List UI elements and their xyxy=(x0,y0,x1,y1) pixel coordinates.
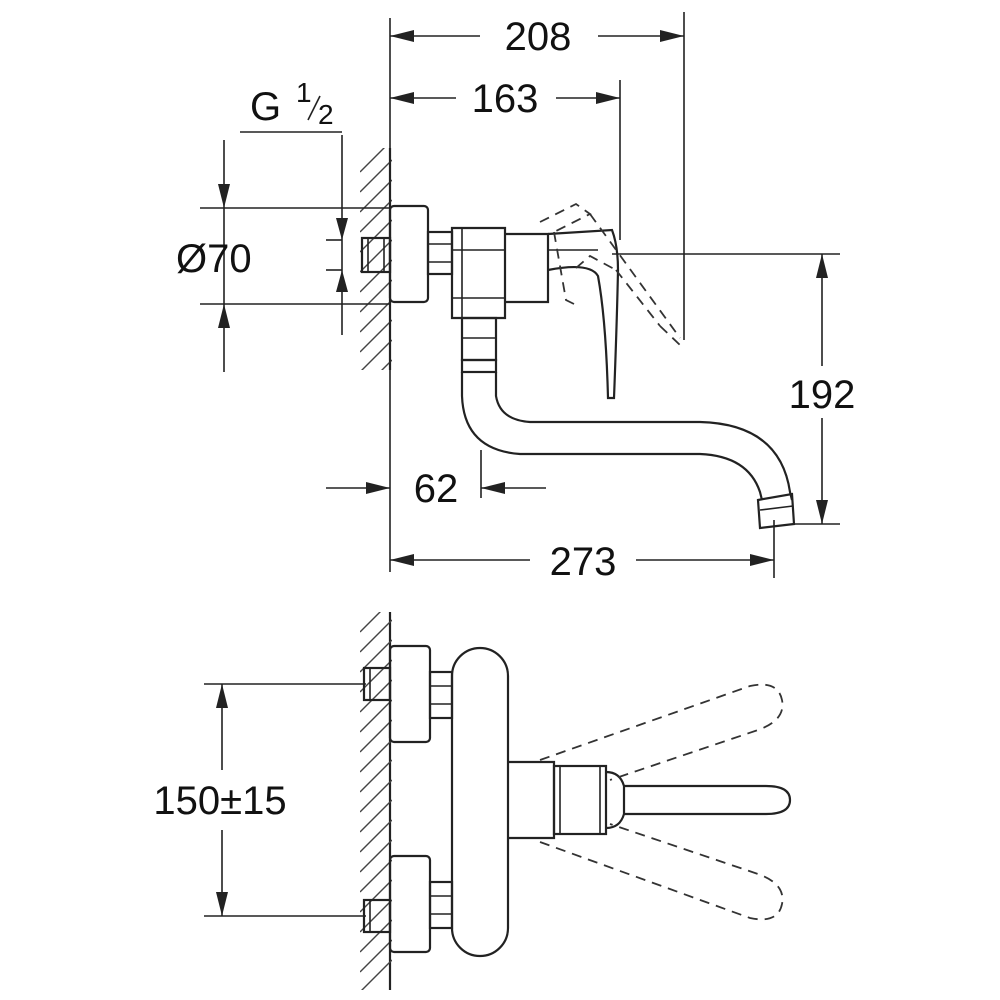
lower-connection xyxy=(362,854,454,954)
dim-label-163: 163 xyxy=(472,77,539,121)
dim-label-diameter: Ø70 xyxy=(176,237,252,281)
dim-label-208: 208 xyxy=(505,15,572,59)
side-view: 208 163 G 1 2 xyxy=(176,12,855,584)
thread-label: G 1 2 xyxy=(240,77,342,133)
thread-letter: G xyxy=(250,85,281,129)
handle-hub xyxy=(508,760,626,840)
top-view: 150±15 xyxy=(153,612,792,990)
wall-hatch-bottom xyxy=(360,612,392,990)
dim-label-62: 62 xyxy=(414,467,459,511)
dimension-163: 163 xyxy=(390,77,620,121)
dimension-192: 192 xyxy=(612,253,856,525)
handle-raised-dashed xyxy=(539,202,681,346)
nut xyxy=(426,230,454,276)
dim-label-273: 273 xyxy=(550,540,617,584)
thread-numerator: 1 xyxy=(296,77,312,108)
spout xyxy=(460,316,796,530)
dimension-diameter-70: Ø70 xyxy=(176,140,390,372)
handle-lever xyxy=(624,784,792,816)
rosette xyxy=(388,204,430,304)
dimension-150: 150±15 xyxy=(153,683,366,917)
dim-label-192: 192 xyxy=(789,373,856,417)
thread-size-arrows xyxy=(326,218,348,292)
handle-swing-dashed xyxy=(539,683,784,921)
dimension-273: 273 xyxy=(390,540,774,584)
wall-hatch-top xyxy=(360,148,392,370)
dimension-208: 208 xyxy=(390,15,684,59)
thread-denominator: 2 xyxy=(318,99,334,130)
dim-label-150: 150±15 xyxy=(153,779,286,823)
dimension-62: 62 xyxy=(326,467,546,511)
mixer-body xyxy=(450,226,620,400)
mixer-body-front xyxy=(450,646,510,958)
